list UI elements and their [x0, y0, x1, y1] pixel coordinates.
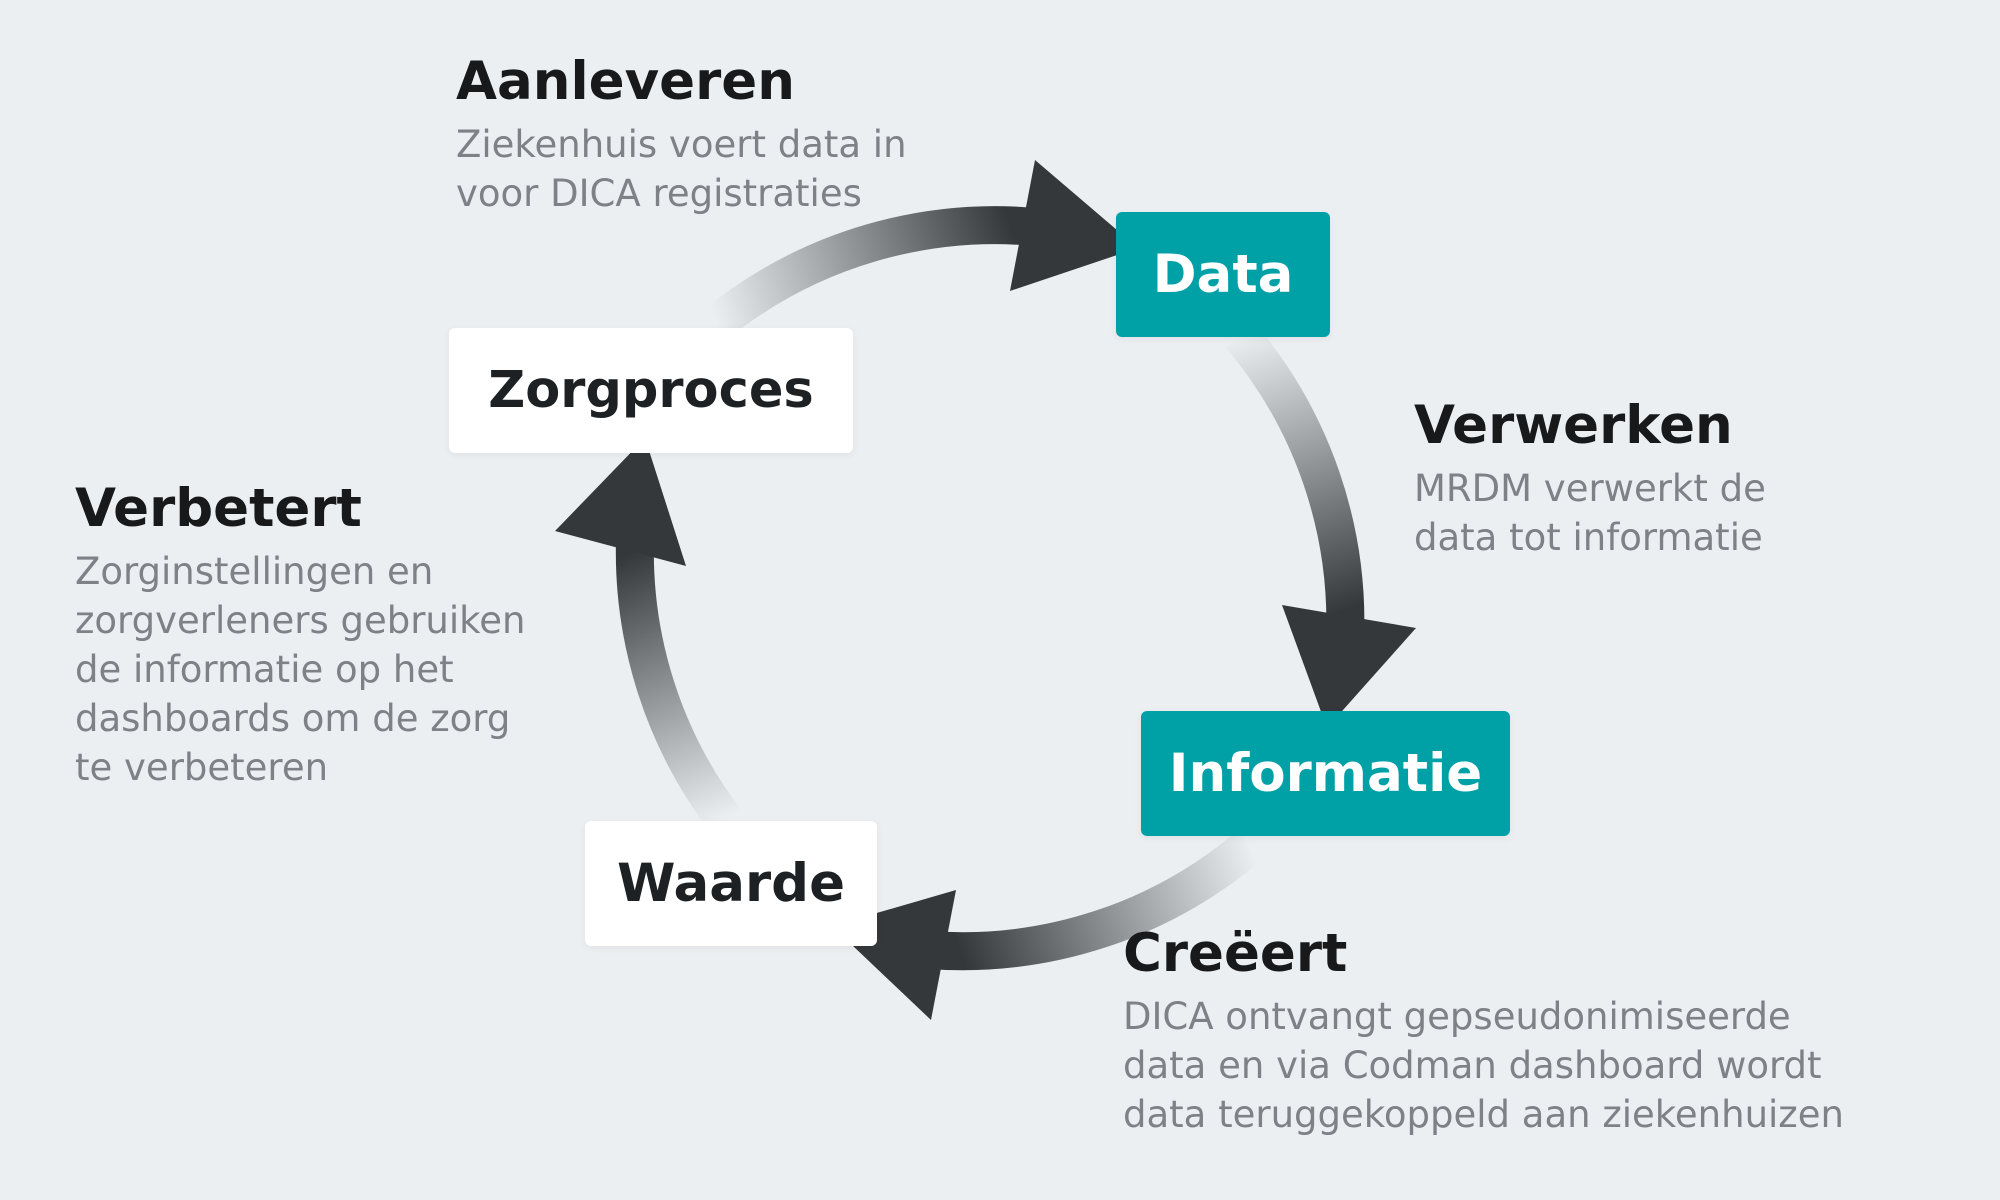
node-data: Data: [1116, 212, 1330, 337]
node-waarde: Waarde: [585, 821, 877, 946]
step-verbetert-description: Zorginstellingen en zorgverleners gebrui…: [75, 550, 526, 789]
step-creeert-description: DICA ontvangt gepseudonimiseerde data en…: [1123, 995, 1844, 1136]
arrow-creeert-shaft: [928, 830, 1263, 971]
node-informatie: Informatie: [1141, 711, 1510, 836]
step-verwerken: Verwerken MRDM verwerkt de data tot info…: [1414, 394, 1766, 562]
step-verwerken-title: Verwerken: [1414, 395, 1733, 456]
arrow-aanleveren-shaft: [702, 206, 1048, 340]
arrow-verwerken-shaft: [1225, 322, 1365, 641]
arrow-verwerken-head: [1282, 605, 1416, 728]
step-verwerken-description: MRDM verwerkt de data tot informatie: [1414, 467, 1766, 559]
step-creeert: Creëert DICA ontvangt gepseudonimiseerde…: [1123, 922, 1844, 1139]
node-zorgproces: Zorgproces: [449, 328, 853, 453]
arrow-verbetert-head: [555, 438, 686, 566]
step-aanleveren-title: Aanleveren: [456, 51, 795, 112]
arrow-verbetert-shaft: [615, 539, 741, 832]
step-aanleveren: Aanleveren Ziekenhuis voert data in voor…: [456, 50, 907, 218]
step-verbetert: Verbetert Zorginstellingen en zorgverlen…: [75, 477, 526, 792]
step-aanleveren-description: Ziekenhuis voert data in voor DICA regis…: [456, 123, 907, 215]
arrow-aanleveren-head: [1010, 160, 1138, 291]
step-verbetert-title: Verbetert: [75, 478, 362, 539]
step-creeert-title: Creëert: [1123, 923, 1348, 984]
